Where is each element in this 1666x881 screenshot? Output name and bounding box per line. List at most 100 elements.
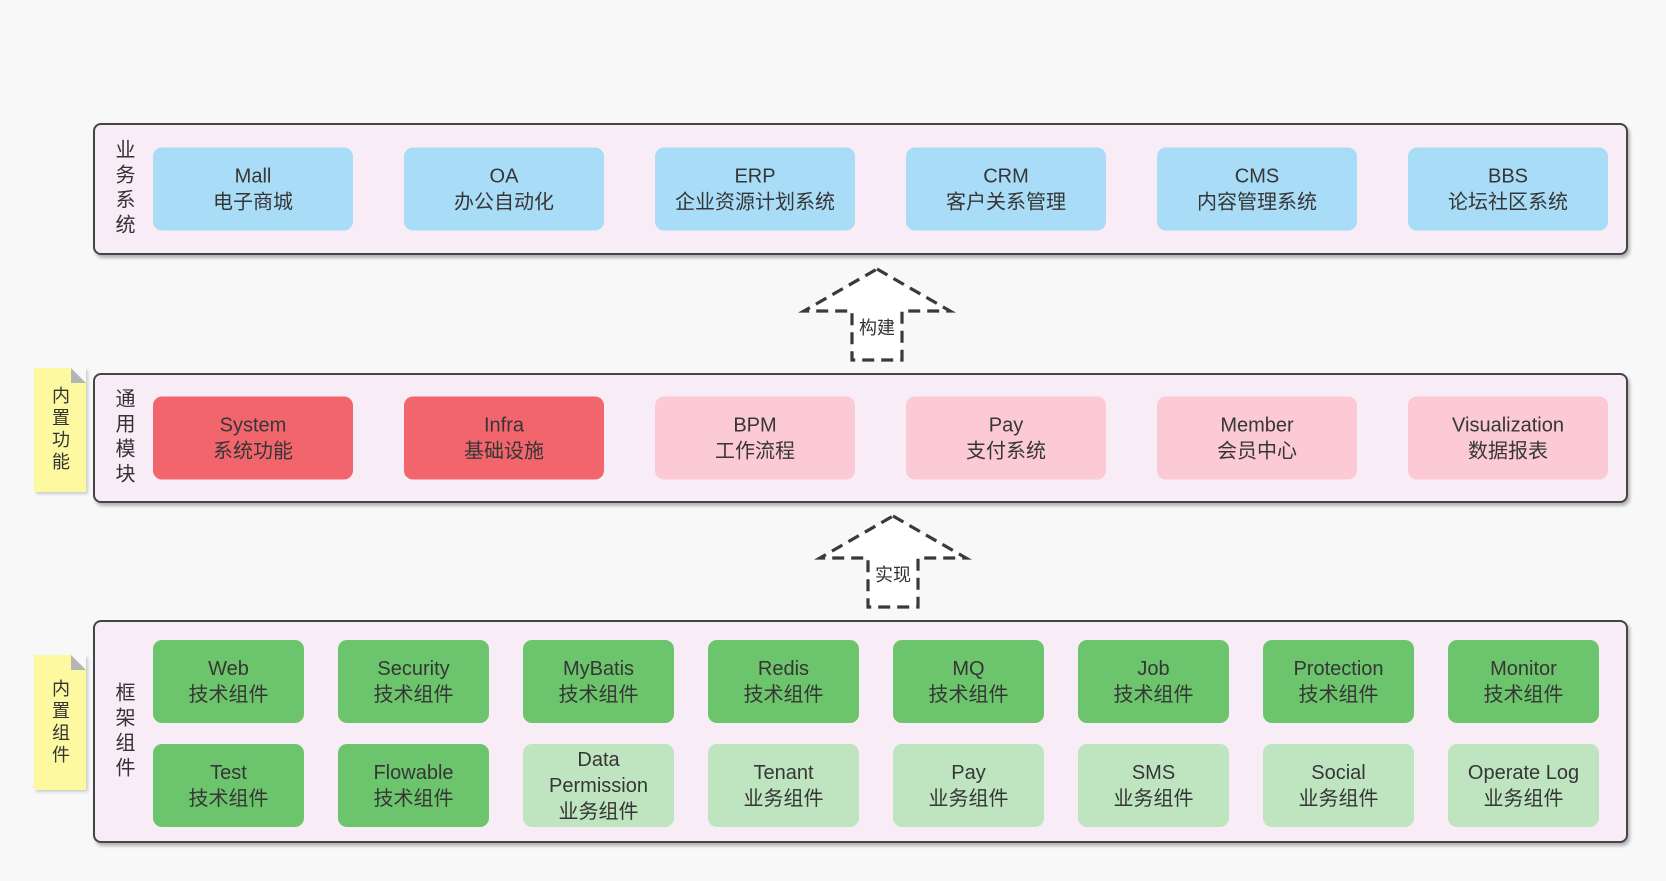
component-box-data-permission: Data Permission 业务组件 [523,744,674,827]
box-title: CMS [1234,165,1280,187]
box-subtitle: 技术组件 [1483,683,1564,706]
component-box-redis: Redis 技术组件 [708,640,859,723]
components-box-row-1: Web 技术组件 Security 技术组件 MyBatis 技术组件 Redi… [153,640,1599,723]
business-box-row: Mall 电子商城 OA 办公自动化 ERP 企业资源计划系统 CRM 客户关系… [153,147,1608,231]
business-box-oa: OA 办公自动化 [404,147,604,231]
box-subtitle: 系统功能 [213,440,293,462]
box-title: Job [1137,657,1170,680]
band-business-label: 业务系统 [112,139,134,239]
box-title: Data Permission [549,748,648,797]
module-box-visualization: Visualization 数据报表 [1408,396,1608,480]
box-subtitle: 电子商城 [213,191,293,213]
box-subtitle: 业务组件 [1298,787,1379,810]
box-subtitle: 内容管理系统 [1197,191,1317,213]
component-box-sms: SMS 业务组件 [1078,744,1229,827]
box-subtitle: 工作流程 [715,440,795,462]
box-subtitle: 技术组件 [743,683,824,706]
box-subtitle: 企业资源计划系统 [675,191,835,213]
box-subtitle: 论坛社区系统 [1448,191,1568,213]
component-box-protection: Protection 技术组件 [1263,640,1414,723]
box-subtitle: 技术组件 [1113,683,1194,706]
business-box-cms: CMS 内容管理系统 [1157,147,1357,231]
business-box-bbs: BBS 论坛社区系统 [1408,147,1608,231]
box-title: Security [377,657,450,680]
box-subtitle: 技术组件 [928,683,1009,706]
component-box-flowable: Flowable 技术组件 [338,744,489,827]
box-subtitle: 支付系统 [966,440,1046,462]
box-title: Pay [951,761,986,784]
component-box-mybatis: MyBatis 技术组件 [523,640,674,723]
module-box-pay: Pay 支付系统 [906,396,1106,480]
box-title: Redis [757,657,810,680]
box-subtitle: 技术组件 [1298,683,1379,706]
box-title: SMS [1131,761,1176,784]
component-box-test: Test 技术组件 [153,744,304,827]
modules-box-row: System 系统功能 Infra 基础设施 BPM 工作流程 Pay 支付系统… [153,396,1608,480]
box-subtitle: 会员中心 [1217,440,1297,462]
box-subtitle: 技术组件 [373,787,454,810]
module-box-bpm: BPM 工作流程 [655,396,855,480]
box-title: BBS [1487,165,1529,187]
band-components-label: 框架组件 [112,681,134,782]
box-title: Social [1311,761,1366,784]
box-title: Flowable [373,761,454,784]
box-title: Infra [483,414,525,436]
box-title: Visualization [1452,414,1564,436]
arrow-implement: 实现 [810,513,976,610]
box-title: OA [489,165,519,187]
component-box-social: Social 业务组件 [1263,744,1414,827]
box-subtitle: 技术组件 [188,683,269,706]
box-title: BPM [733,414,777,436]
component-box-operate-log: Operate Log 业务组件 [1448,744,1599,827]
box-subtitle: 数据报表 [1468,440,1548,462]
components-box-row-2: Test 技术组件 Flowable 技术组件 Data Permission … [153,744,1599,827]
module-box-system: System 系统功能 [153,396,353,480]
business-box-erp: ERP 企业资源计划系统 [655,147,855,231]
box-title: MyBatis [562,657,635,680]
box-subtitle: 业务组件 [743,787,824,810]
module-box-member: Member 会员中心 [1157,396,1357,480]
band-framework-components: 框架组件 Web 技术组件 Security 技术组件 MyBatis 技术组件… [93,620,1628,843]
component-box-web: Web 技术组件 [153,640,304,723]
box-subtitle: 办公自动化 [454,191,554,213]
box-subtitle: 技术组件 [558,683,639,706]
box-title: System [219,414,287,436]
band-modules-label: 通用模块 [112,388,134,488]
box-subtitle: 基础设施 [464,440,544,462]
sticky-modules-label: 内置功能 [50,386,70,474]
box-title: Operate Log [1467,761,1580,784]
box-title: Test [210,761,247,784]
business-box-mall: Mall 电子商城 [153,147,353,231]
sticky-note-built-in-features: 内置功能 [34,368,86,492]
box-title: Member [1220,414,1294,436]
box-title: CRM [983,165,1029,187]
component-box-pay: Pay 业务组件 [893,744,1044,827]
component-box-job: Job 技术组件 [1078,640,1229,723]
box-subtitle: 业务组件 [558,800,639,823]
component-box-security: Security 技术组件 [338,640,489,723]
box-title: Monitor [1490,657,1557,680]
band-common-modules: 通用模块 System 系统功能 Infra 基础设施 BPM 工作流程 Pay… [93,373,1628,503]
arrow-implement-label: 实现 [873,561,913,587]
box-title: MQ [952,657,985,680]
sticky-note-built-in-components: 内置组件 [34,655,86,790]
component-box-tenant: Tenant 业务组件 [708,744,859,827]
arrow-build: 构建 [794,266,960,363]
band-business-systems: 业务系统 Mall 电子商城 OA 办公自动化 ERP 企业资源计划系统 CRM… [93,123,1628,255]
box-subtitle: 业务组件 [1483,787,1564,810]
business-box-crm: CRM 客户关系管理 [906,147,1106,231]
box-title: Web [208,657,249,680]
box-subtitle: 技术组件 [373,683,454,706]
box-subtitle: 业务组件 [928,787,1009,810]
box-title: Protection [1293,657,1384,680]
box-subtitle: 业务组件 [1113,787,1194,810]
arrow-build-label: 构建 [857,314,897,340]
sticky-components-label: 内置组件 [50,678,70,767]
box-title: ERP [734,165,776,187]
component-box-mq: MQ 技术组件 [893,640,1044,723]
box-subtitle: 客户关系管理 [946,191,1066,213]
box-title: Pay [988,414,1024,436]
box-title: Tenant [753,761,814,784]
box-subtitle: 技术组件 [188,787,269,810]
module-box-infra: Infra 基础设施 [404,396,604,480]
